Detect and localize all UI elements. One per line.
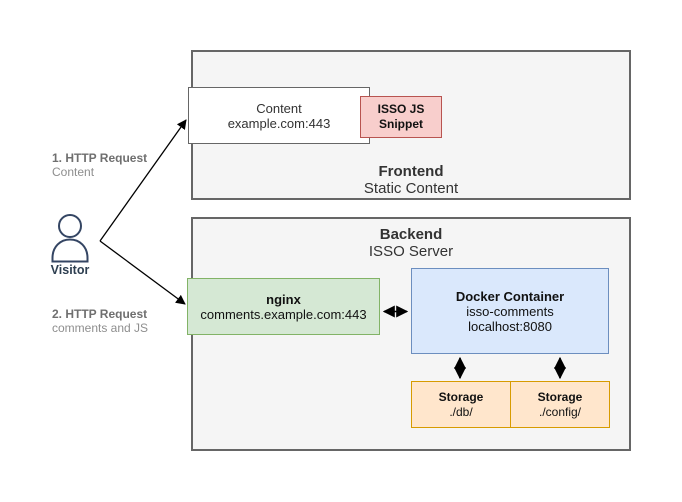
person-outline-icon xyxy=(51,214,89,263)
request1-title: 1. HTTP Request xyxy=(52,151,148,165)
content-node-line1: Content xyxy=(256,100,302,116)
isso-js-snippet-line1: ISSO JS xyxy=(377,102,425,116)
content-node: Content example.com:443 xyxy=(188,87,370,144)
frontend-title-text: Frontend xyxy=(378,163,444,180)
nginx-line1: nginx xyxy=(266,291,301,307)
arrow-visitor-to-content xyxy=(99,119,187,242)
content-node-line2: example.com:443 xyxy=(227,115,331,131)
request1-note: 1. HTTP Request Content xyxy=(52,151,182,179)
isso-js-snippet-line2: Snippet xyxy=(379,117,423,131)
storage-db-line2: ./db/ xyxy=(449,404,473,419)
backend-subtitle-text: ISSO Server xyxy=(368,243,454,260)
docker-container-node: Docker Container isso-comments localhost… xyxy=(411,268,609,354)
backend-title-text: Backend xyxy=(379,226,443,243)
nginx-node: nginx comments.example.com:443 xyxy=(187,278,380,335)
frontend-title: Frontend Static Content xyxy=(191,163,631,197)
storage-config-line2: ./config/ xyxy=(538,404,582,419)
request2-title: 2. HTTP Request xyxy=(52,307,148,321)
request2-note: 2. HTTP Request comments and JS xyxy=(52,307,182,335)
isso-js-snippet-node: ISSO JS Snippet xyxy=(360,96,442,138)
request2-subtitle: comments and JS xyxy=(52,321,149,335)
nginx-line2: comments.example.com:443 xyxy=(200,306,367,322)
docker-line1: Docker Container xyxy=(455,288,565,304)
docker-line3: localhost:8080 xyxy=(468,318,552,334)
visitor-label: Visitor xyxy=(50,263,90,277)
backend-title: Backend ISSO Server xyxy=(191,226,631,260)
frontend-subtitle-text: Static Content xyxy=(363,180,459,197)
arrow-visitor-to-nginx xyxy=(99,240,186,305)
storage-db-node: Storage ./db/ xyxy=(411,381,511,428)
storage-config-node: Storage ./config/ xyxy=(510,381,610,428)
docker-line2: isso-comments xyxy=(466,303,554,319)
storage-config-line1: Storage xyxy=(537,389,583,404)
storage-db-line1: Storage xyxy=(438,389,484,404)
request1-subtitle: Content xyxy=(52,165,95,179)
